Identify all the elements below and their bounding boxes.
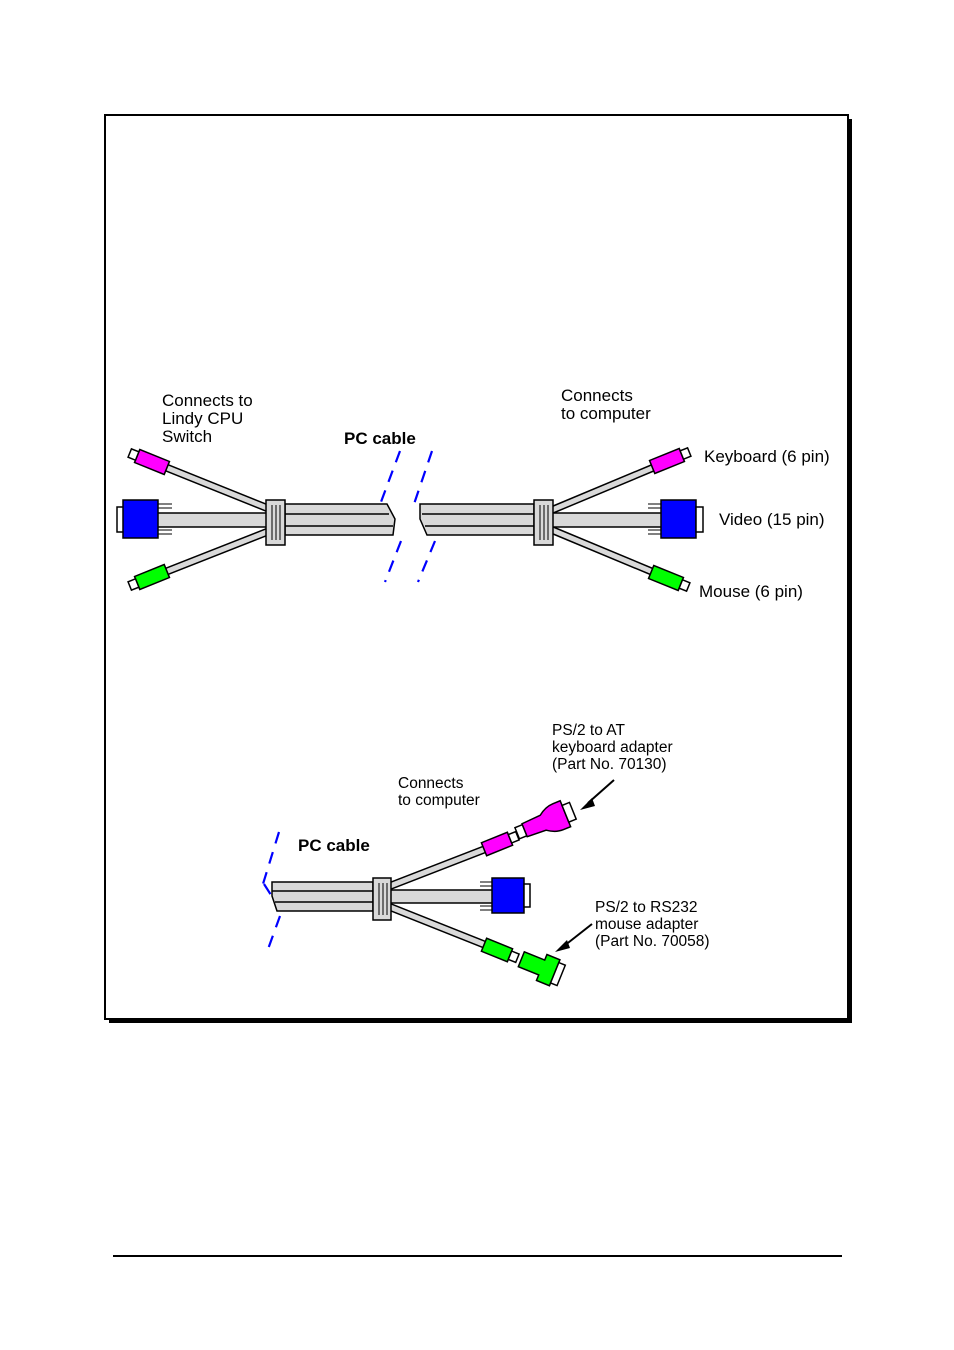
right-connects-label-line1: Connects <box>561 386 633 405</box>
main-cable-left-segment <box>285 504 395 535</box>
left-connects-label-line2: Lindy CPU <box>162 409 243 428</box>
keyboard-label: Keyboard (6 pin) <box>704 447 830 466</box>
left-connects-label-line3: Switch <box>162 427 212 446</box>
bottom-cable-clamp <box>373 878 391 920</box>
mouse-adapter-label-line2: mouse adapter <box>595 916 698 933</box>
left-connects-label-line1: Connects to <box>162 391 253 410</box>
keyboard-adapter-label-line1: PS/2 to AT <box>552 722 625 739</box>
keyboard-adapter-label-line2: keyboard adapter <box>552 739 673 756</box>
right-cable-clamp <box>534 500 553 545</box>
left-video-cable <box>155 513 270 527</box>
left-cable-clamp <box>266 500 285 545</box>
right-video-cable <box>552 513 662 527</box>
bottom-main-cable <box>272 882 373 911</box>
mouse-adapter-label-line1: PS/2 to RS232 <box>595 899 698 916</box>
bottom-pc-cable-label: PC cable <box>298 836 370 855</box>
top-pc-cable-label: PC cable <box>344 429 416 448</box>
main-cable-right-segment <box>420 504 534 535</box>
mouse-label: Mouse (6 pin) <box>699 582 803 601</box>
mouse-adapter-label-line3: (Part No. 70058) <box>595 933 710 950</box>
footer-rule <box>113 1255 842 1257</box>
right-connects-label-line2: to computer <box>561 404 651 423</box>
bottom-connects-label-line2: to computer <box>398 792 480 809</box>
bottom-connects-label-line1: Connects <box>398 775 464 792</box>
video-label: Video (15 pin) <box>719 510 825 529</box>
bottom-video-cable <box>390 890 493 903</box>
keyboard-adapter-label-line3: (Part No. 70130) <box>552 756 667 773</box>
diagram-frame <box>105 115 848 1019</box>
